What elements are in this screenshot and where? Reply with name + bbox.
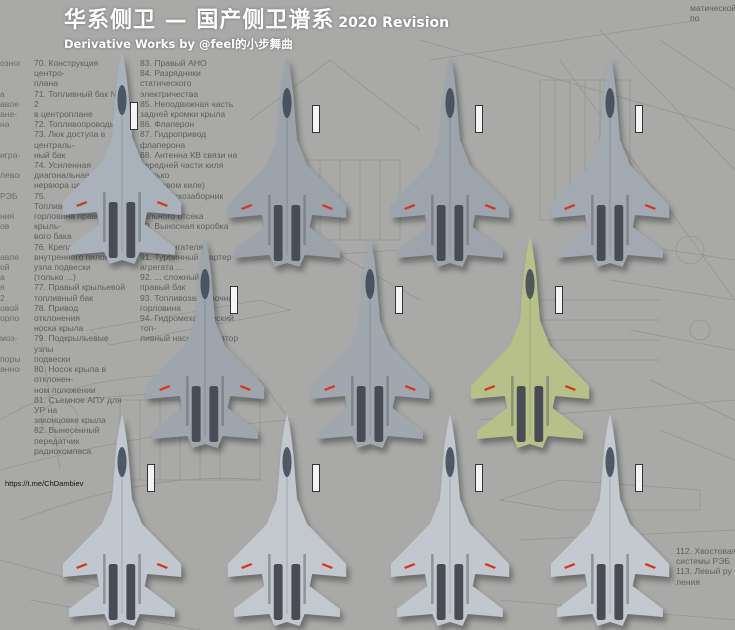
aircraft-label-tag [635,105,643,133]
legend-line: 91. Турбинный стартер [140,251,232,262]
legend-line: 83. Правый АНО [140,58,207,68]
legend-line: носка крыла [34,323,84,334]
aircraft-8 [61,414,183,626]
aircraft-label-tag [475,105,483,133]
legend-line: 73. Люк доступа в централь- [34,129,106,150]
legend-line: внутреннего пилона [34,251,115,262]
credit-link[interactable]: https://t.me/ChDambiev [5,479,84,488]
legend-line: ном положении [34,384,96,395]
legend-fragment-top-right: матической по [690,3,735,24]
legend-line: 85. Неподвижная часть [140,98,234,109]
legend-line: 84. Разрядники статического [140,68,201,89]
legend-line: горловина правого крыль- [34,211,109,232]
legend-line: правый бак [140,282,186,293]
legend-line: 78. Привод отклонения [34,302,80,324]
legend-line: ный бак [34,149,66,160]
legend-line: узла подвески [34,262,91,273]
legend-line: 93. Топливозаправочная [140,292,238,303]
aircraft-label-tag [147,464,155,492]
aircraft-9 [226,414,348,626]
legend-line: агрегата ... [140,262,184,273]
legend-line: в центроплане [34,109,93,120]
legend-line: 77. Правый крыльевой [34,282,126,293]
legend-line: задней кромки крыла [140,109,226,120]
legend-line: 94. Гидромеханический топ- [140,313,234,334]
aircraft-label-tag [312,105,320,133]
legend-line: 113. Левый ру [676,566,732,577]
legend-line: 86. Флаперон [140,119,195,130]
legend-line: электричества [140,88,199,99]
aircraft-label-tag [312,464,320,492]
legend-line: плана [34,78,58,89]
legend-line: системы РЭБ [676,556,731,567]
legend-line: 74. Усиленная диагональная [34,160,92,181]
legend-line: топливный бак [34,292,94,303]
aircraft-label-tag [475,464,483,492]
legend-line: 92. ... сложный [140,272,200,283]
legend-line: тельного отсека [140,211,204,222]
legend-line: 112. Хвостовая [676,546,735,556]
legend-line: 87. Гидропривод флаперона [140,129,207,150]
legend-line: 81. Съемное АПУ для УР на [34,394,122,415]
legend-line: 71. Топливный бак № 2 [34,88,120,109]
aircraft-11 [549,414,671,626]
aircraft-label-tag [130,102,138,130]
legend-line: 72. Топливопроводы [34,119,116,130]
aircraft-10 [389,414,511,626]
title-revision: 2020 Revision [338,15,450,31]
aircraft-label-tag [230,286,238,314]
legend-line: 79. Подкрыльевые узлы [34,333,109,354]
legend-line: законцовке крыла [34,415,106,426]
legend-line: (только ...) [34,272,76,283]
legend-line: 70. Конструкция центро- [34,58,99,79]
aircraft-label-tag [395,286,403,314]
legend-line: радиокомпаса [34,445,92,456]
title-main: 华系侧卫 — 国产侧卫谱系 [64,8,335,33]
legend-line: подвески [34,353,71,364]
aircraft-1 [61,52,183,264]
legend-line: горловина [140,302,181,313]
aircraft-label-tag [555,286,563,314]
legend-line: 88. Антенна КВ связи на [140,149,238,160]
legend-line: 80. Носок крыла в отклонен- [34,364,107,385]
subtitle-author: Derivative Works by @feel的小步舞曲 [64,37,293,51]
legend-line: ления [676,576,700,587]
legend-fragment-left: озного а авле- ане- на игра- левого РЭБ … [0,58,20,375]
legend-line: вого бака [34,231,72,242]
legend-line: 82. Вынесенный передатчик [34,425,100,446]
aircraft-label-tag [635,464,643,492]
